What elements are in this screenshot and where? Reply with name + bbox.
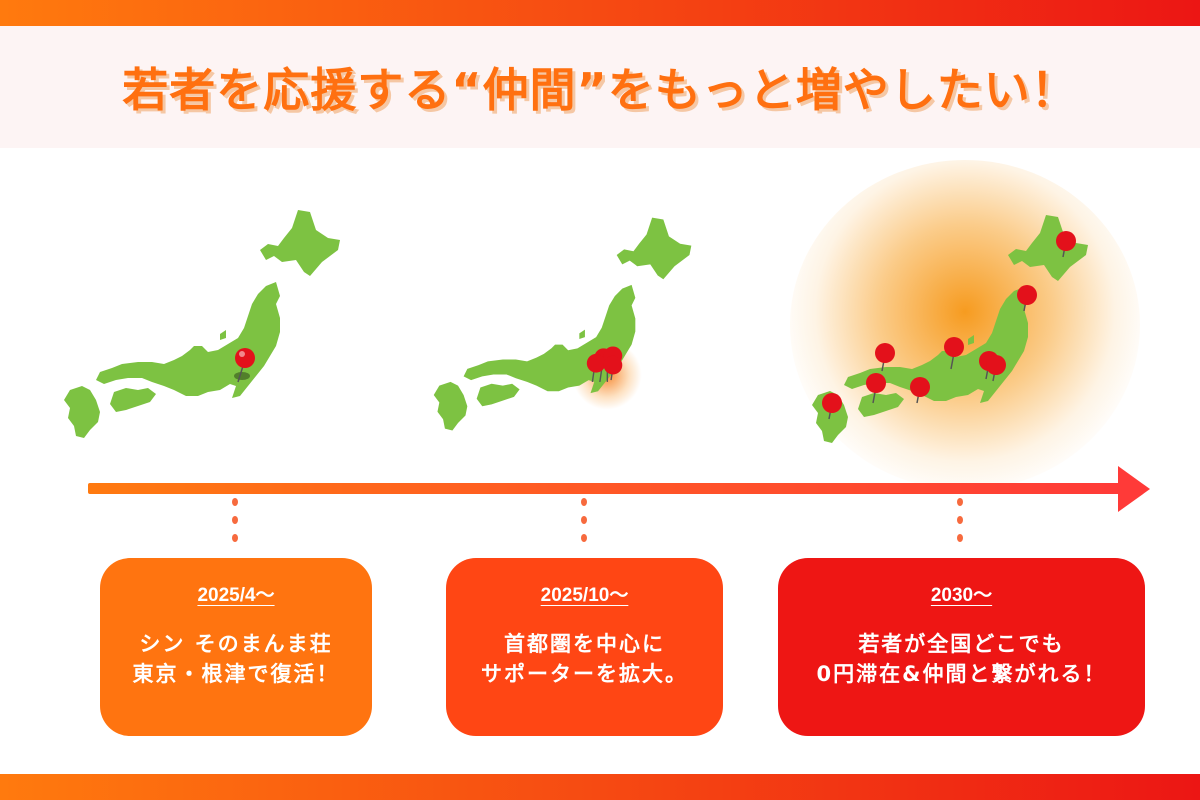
milestone-text-line: 若者が全国どこでも [858, 632, 1065, 656]
milestone-date: 2025/10〜 [540, 585, 629, 606]
japan-map-stage-1 [64, 210, 340, 438]
milestone-date: 2030〜 [930, 585, 993, 606]
milestone-date: 2025/4〜 [197, 585, 275, 606]
milestone-text-line: シン そのまんま荘 [139, 632, 333, 656]
pins-nationwide-icon [822, 231, 1076, 413]
milestone-card-2025-04: 2025/4〜 シン そのまんま荘 東京・根津で復活！ [100, 558, 372, 736]
pin-cluster-icon [586, 346, 623, 375]
pin-icon [235, 348, 255, 368]
bottom-gradient-bar [0, 774, 1200, 800]
milestone-text-line: サポーターを拡大。 [481, 662, 688, 686]
milestone-text-line: 0円滞在&仲間と繋がれる！ [816, 662, 1107, 686]
timeline-arrow-shaft [88, 483, 1128, 494]
arrow-right-icon [1118, 466, 1150, 512]
milestone-card-2030: 2030〜 若者が全国どこでも 0円滞在&仲間と繋がれる！ [778, 558, 1145, 736]
milestone-card-2025-10: 2025/10〜 首都圏を中心に サポーターを拡大。 [446, 558, 723, 736]
page-title: 若者を応援する“仲間”をもっと増やしたい！ [122, 63, 1078, 117]
connector-dots-3 [957, 498, 963, 542]
milestone-text-line: 東京・根津で復活！ [132, 662, 340, 686]
title-band: 若者を応援する“仲間”をもっと増やしたい！ [0, 26, 1200, 148]
connector-dots-1 [232, 498, 238, 542]
nationwide-glow [790, 160, 1140, 490]
connector-dots-2 [581, 498, 587, 542]
top-gradient-bar [0, 0, 1200, 26]
milestone-text-line: 首都圏を中心に [504, 632, 665, 656]
japan-map-stage-3 [812, 215, 1088, 443]
japan-map-stage-2 [433, 217, 692, 431]
